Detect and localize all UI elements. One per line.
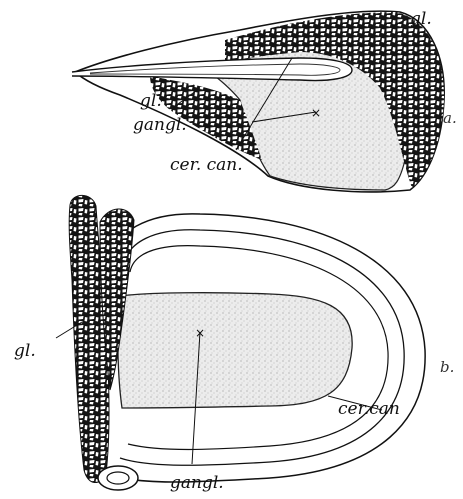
panel-b-canal-opening-inner [107,472,129,484]
label-a-cer-can: cer. can. [170,155,243,175]
label-b-gangl: gangl. [170,473,224,493]
marker-b-gangl: × [195,326,205,340]
panel-b-ganglion [118,293,352,408]
label-b-gl: gl. [14,341,36,361]
label-a-gl-top: gl. [410,9,432,29]
label-b-cer-can: cer.can [338,399,400,419]
label-a-gl-left: gl. [140,91,162,111]
marker-a-gangl: × [311,106,321,120]
label-a-gangl: gangl. [133,115,187,135]
panel-b: × gl. gangl. cer.can b. [14,195,454,493]
panel-a: × gl. gl. gangl. cer. can. a. [72,9,457,192]
panel-a-letter: a. [443,109,457,127]
panel-b-letter: b. [440,358,454,376]
